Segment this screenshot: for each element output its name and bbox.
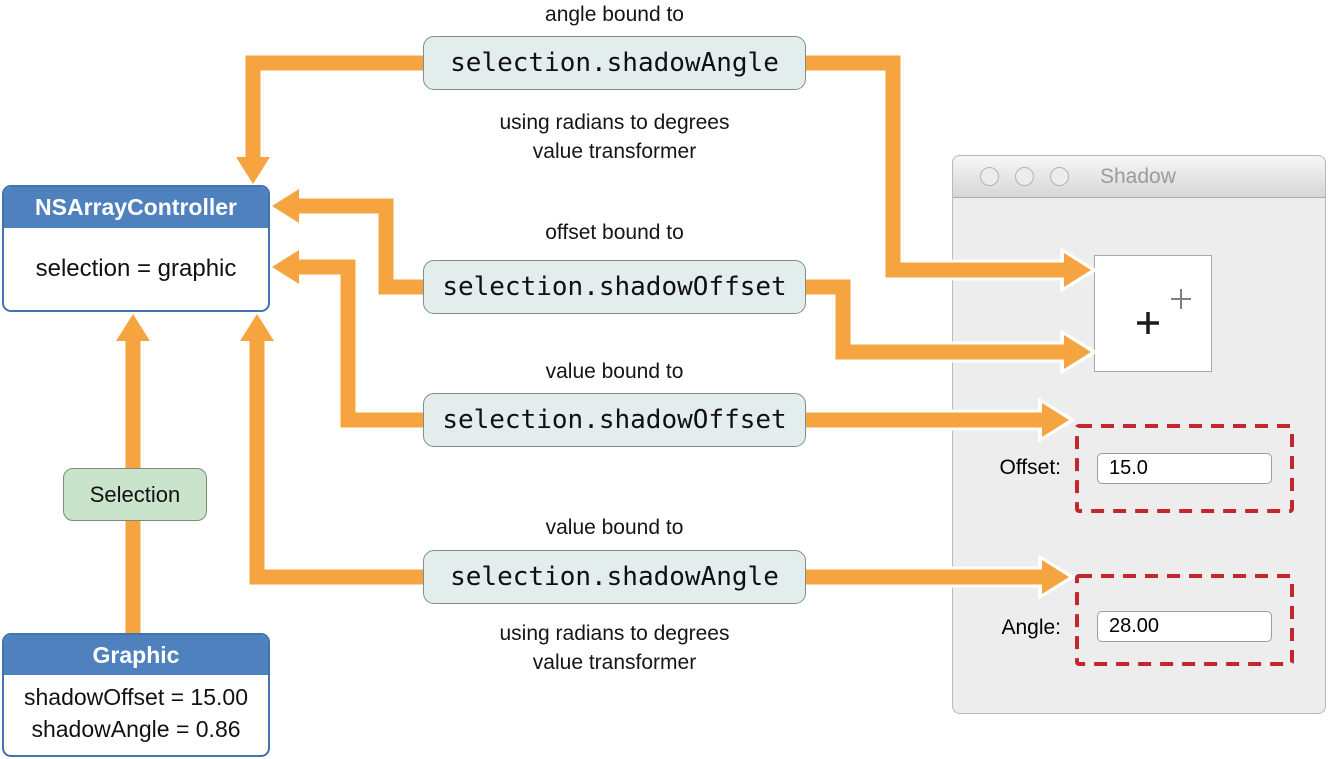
shadow-window: Shadow Offset: Angle: [952, 155, 1326, 714]
binding-note-value-angle: using radians to degrees value transform… [423, 619, 806, 677]
selection-badge-label: Selection [89, 481, 181, 507]
arrow-offset-to-shadow-control [806, 276, 1097, 374]
nsarraycontroller-state: selection = graphic [35, 255, 237, 282]
binding-label-offset: offset bound to [545, 221, 684, 244]
angle-input[interactable] [1097, 611, 1272, 642]
arrow-value-to-offset-field [806, 398, 1075, 442]
nsarraycontroller-box: NSArrayController selection = graphic [2, 185, 270, 312]
window-zoom-icon[interactable] [1050, 167, 1069, 186]
window-minimize-icon[interactable] [1015, 167, 1034, 186]
binding-label-value-angle: value bound to [545, 516, 684, 539]
shadow-offset-control[interactable] [1094, 255, 1212, 372]
arrow-angle-to-shadow-control [806, 52, 1097, 292]
offset-field-label: Offset: [999, 456, 1061, 479]
binding-label-angle: angle bound to [545, 3, 684, 26]
keypath-box-value-shadow-angle: selection.shadowAngle [423, 550, 806, 604]
graphic-properties: shadowOffset = 15.00 shadowAngle = 0.86 [4, 675, 268, 745]
plus-icon-shadow-origin [1137, 312, 1159, 334]
window-close-icon[interactable] [980, 167, 999, 186]
arrow-angle-to-controller [232, 52, 423, 190]
window-title: Shadow [1100, 165, 1176, 188]
binding-note-line: using radians to degrees [499, 622, 730, 645]
graphic-title: Graphic [4, 635, 268, 675]
keypath-box-shadow-offset: selection.shadowOffset [423, 260, 806, 314]
arrow-value-angle-to-controller [235, 308, 423, 588]
binding-label-value-offset: value bound to [545, 360, 684, 383]
binding-note-line: using radians to degrees [499, 111, 730, 134]
binding-note-line: value transformer [532, 140, 697, 163]
offset-binding-highlight [1075, 424, 1294, 513]
graphic-shadow-angle: shadowAngle = 0.86 [31, 716, 241, 742]
keypath-box-shadow-angle: selection.shadowAngle [423, 36, 806, 90]
binding-note-angle: using radians to degrees value transform… [423, 108, 806, 166]
binding-note-line: value transformer [532, 651, 697, 674]
angle-binding-highlight [1075, 574, 1294, 666]
nsarraycontroller-title: NSArrayController [4, 187, 268, 228]
offset-input[interactable] [1097, 453, 1272, 484]
arrow-value-to-angle-field [806, 555, 1075, 599]
arrow-value-offset-to-controller [266, 245, 423, 431]
plus-icon-shadow-target [1171, 289, 1191, 309]
selection-badge: Selection [63, 468, 207, 521]
graphic-shadow-offset: shadowOffset = 15.00 [24, 684, 248, 710]
keypath-box-value-shadow-offset: selection.shadowOffset [423, 393, 806, 447]
arrow-offset-to-controller [266, 184, 423, 298]
angle-field-label: Angle: [1001, 616, 1061, 639]
graphic-box: Graphic shadowOffset = 15.00 shadowAngle… [2, 633, 270, 757]
shadow-window-titlebar[interactable]: Shadow [953, 156, 1325, 198]
